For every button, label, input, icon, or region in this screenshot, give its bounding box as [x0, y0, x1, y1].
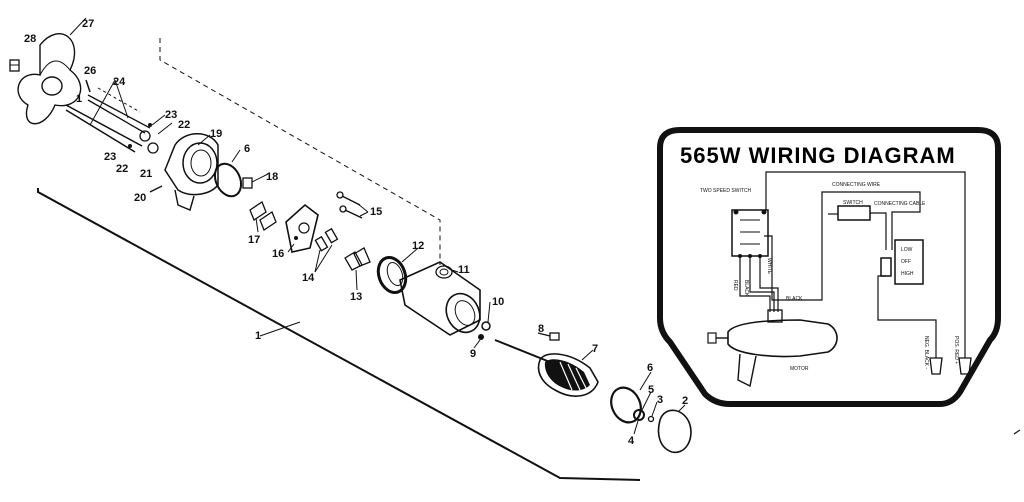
armature [494, 339, 599, 397]
svg-text:NEG. BLACK -: NEG. BLACK - [923, 336, 929, 369]
svg-text:TWO SPEED SWITCH: TWO SPEED SWITCH [700, 188, 752, 194]
part-label: 10 [492, 296, 504, 308]
part-label: 24 [113, 76, 126, 88]
wiring-diagram-title: 565W WIRING DIAGRAM [680, 143, 956, 168]
part-label: 5 [648, 384, 654, 396]
part-label: 16 [272, 248, 284, 260]
drive-pin [85, 79, 91, 93]
svg-text:MOTOR: MOTOR [790, 366, 809, 372]
svg-text:WHITE: WHITE [766, 258, 772, 275]
part-label: 4 [628, 435, 635, 447]
part-label: 22 [116, 163, 128, 175]
part-label: 3 [657, 394, 663, 406]
o-ring-upper [213, 162, 243, 198]
main-switch: SWITCH [837, 200, 871, 221]
part-label: 8 [538, 323, 544, 335]
end-cap [657, 409, 692, 454]
part-label: 15 [370, 206, 382, 218]
washer-9 [478, 334, 484, 340]
lower-unit-housing [164, 133, 219, 211]
part-label: 17 [248, 234, 260, 246]
magnet-ring [376, 256, 408, 294]
part-label: 7 [592, 343, 598, 355]
exploded-view: 27 28 26 24 1 23 22 19 23 22 21 20 6 18 … [9, 17, 692, 481]
part-label: 9 [470, 348, 476, 360]
part-label: 21 [140, 168, 152, 180]
wiring-diagram-border [657, 127, 1001, 407]
o-ring-lower [610, 386, 642, 424]
part-label: 2 [682, 395, 688, 407]
svg-text:CONNECTING CABLE: CONNECTING CABLE [874, 201, 926, 207]
switch-wires [739, 171, 966, 345]
part-label: 1 [255, 330, 261, 342]
speed-selector: LOW OFF HIGH [880, 239, 924, 285]
svg-text:OFF: OFF [901, 259, 911, 265]
brush-springs [249, 201, 277, 231]
motor: MOTOR [707, 309, 838, 388]
dashed-guide-line [159, 38, 441, 265]
part-label: 1 [76, 93, 82, 105]
svg-text:BLACK: BLACK [786, 296, 803, 302]
part-label: 19 [210, 128, 222, 140]
assembly-bracket-line [37, 188, 641, 481]
part-label: 18 [266, 171, 278, 183]
screws-15 [336, 191, 363, 219]
screw-8 [537, 332, 560, 341]
part-label: 14 [302, 272, 315, 284]
part-label: 11 [458, 264, 470, 276]
svg-text:RED: RED [732, 280, 738, 291]
bearing [633, 409, 645, 421]
svg-text:POS. RED +: POS. RED + [953, 336, 959, 364]
battery-leads: NEG. BLACK - POS. RED + [923, 336, 972, 375]
seal [481, 321, 491, 331]
svg-text:HIGH: HIGH [901, 271, 914, 277]
cable-wires [782, 191, 921, 301]
part-label: 28 [24, 33, 36, 45]
small-washers [128, 123, 159, 154]
washer-3 [647, 415, 655, 423]
prop-nut [9, 59, 20, 72]
selector-wire [877, 275, 937, 345]
two-speed-switch: TWO SPEED SWITCH [700, 188, 769, 258]
svg-text:SWITCH: SWITCH [843, 200, 863, 206]
clips [344, 247, 371, 271]
propeller [17, 33, 82, 125]
part-label: 12 [412, 240, 424, 252]
part-number-labels: 27 28 26 24 1 23 22 19 23 22 21 20 6 18 … [24, 18, 688, 447]
wiring-diagram: 565W WIRING DIAGRAM TWO SPEED SWITCH RED… [657, 127, 1001, 407]
part-label: 6 [647, 362, 653, 374]
part-label: 20 [134, 192, 146, 204]
screw-20 [149, 185, 163, 193]
thru-bolts [65, 87, 151, 153]
assembly-leader-1 [259, 321, 301, 337]
part-label: 27 [82, 18, 94, 30]
part-label: 23 [165, 109, 177, 121]
brushes [314, 227, 339, 252]
motor-housing [399, 261, 481, 336]
part-label: 13 [350, 291, 362, 303]
brush-plate [285, 203, 319, 253]
bushing [242, 177, 253, 189]
part-label: 22 [178, 119, 190, 131]
svg-text:LOW: LOW [901, 247, 913, 253]
svg-text:BLACK: BLACK [743, 280, 749, 297]
part-label: 26 [84, 65, 96, 77]
leader-lines [69, 17, 686, 435]
part-label: 6 [244, 143, 250, 155]
edge-mark [1013, 429, 1021, 435]
part-label: 23 [104, 151, 116, 163]
svg-text:CONNECTING WIRE: CONNECTING WIRE [832, 182, 881, 188]
